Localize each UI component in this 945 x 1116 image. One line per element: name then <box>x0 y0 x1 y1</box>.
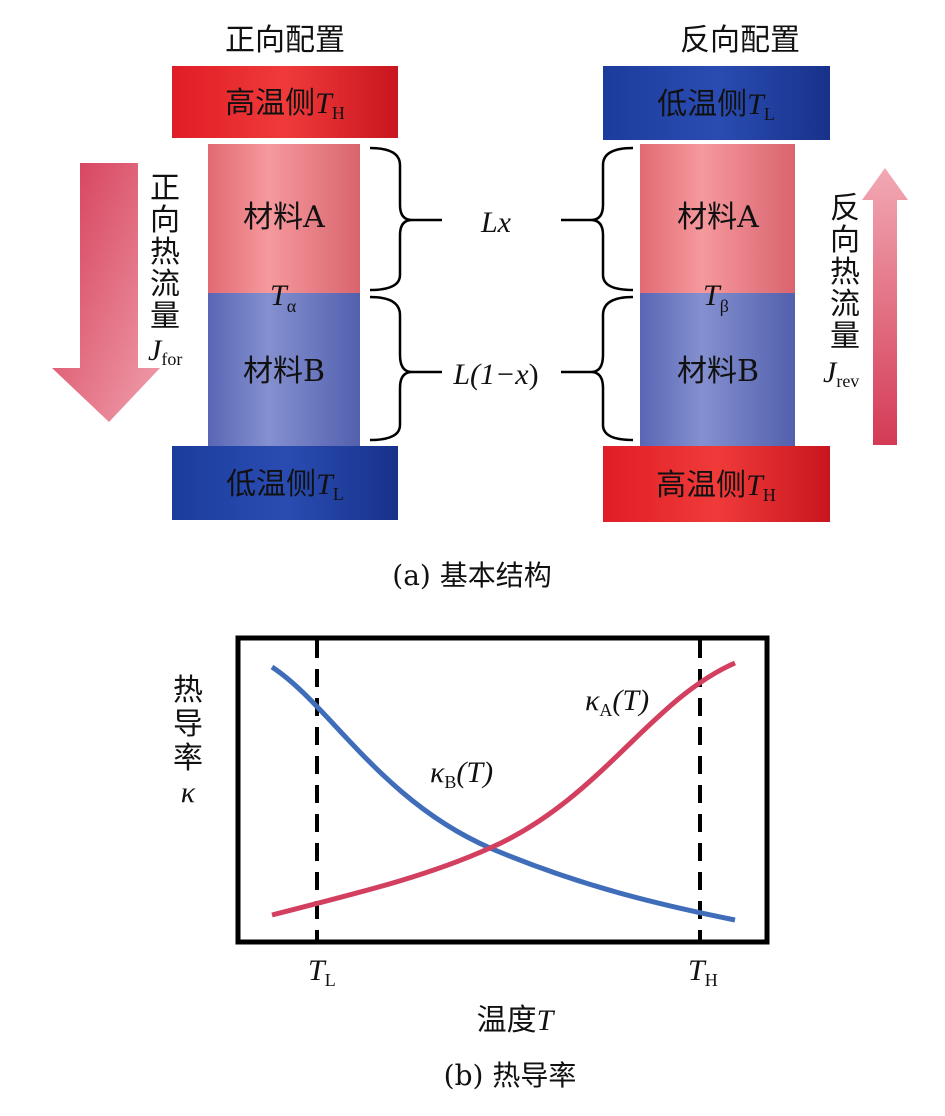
brace-material-b <box>590 295 634 442</box>
reverse-flux-label: 反 向 热 流 量 Jrev <box>823 191 860 391</box>
material-a-label: 材料A <box>243 200 325 235</box>
kappa-a-label: κA(T) <box>585 684 649 720</box>
interface-temp-beta: Tβ <box>703 279 729 316</box>
svg-text:热: 热 <box>173 673 203 708</box>
cold-side-block <box>603 66 830 140</box>
material-a-cylinder <box>640 144 795 293</box>
svg-text:流: 流 <box>150 267 180 302</box>
material-a-cylinder <box>208 144 360 293</box>
plot-frame <box>235 635 770 945</box>
svg-text:向: 向 <box>830 223 860 258</box>
tick-tl: TL <box>308 954 336 990</box>
caption-b: (b) 热导率 <box>444 1059 577 1092</box>
brace-material-b <box>369 295 413 442</box>
cold-side-label: 低温侧TL <box>226 467 344 504</box>
svg-text:向: 向 <box>150 203 180 238</box>
svg-text:流: 流 <box>830 287 860 322</box>
svg-text:率: 率 <box>173 741 203 776</box>
hot-side-block <box>603 446 830 522</box>
cold-side-label: 低温侧TL <box>657 87 775 124</box>
interface-temp-alpha: Tα <box>270 279 297 316</box>
brace-material-a <box>369 146 413 292</box>
forward-title: 正向配置 <box>225 23 345 58</box>
svg-text:正: 正 <box>150 171 180 206</box>
svg-text:热: 热 <box>150 235 180 270</box>
x-axis-label: 温度T <box>477 1003 556 1038</box>
hot-side-block <box>172 66 398 138</box>
svg-text:热: 热 <box>830 255 860 290</box>
svg-text:导: 导 <box>173 707 203 742</box>
svg-text:量: 量 <box>830 319 860 354</box>
forward-heat-flux-arrow <box>52 163 160 422</box>
length-a-label: Lx <box>480 206 512 239</box>
tick-th: TH <box>688 954 718 990</box>
forward-flux-label: 正 向 热 流 量 Jfor <box>148 171 182 369</box>
kappa-b-curve <box>270 664 736 923</box>
svg-text:反: 反 <box>830 191 860 226</box>
material-b-label: 材料B <box>243 354 325 389</box>
kappa-b-label: κB(T) <box>430 756 493 792</box>
material-b-cylinder <box>640 293 795 446</box>
forward-configuration: 正向配置 高温侧TH 材料A 材料B Tα 低温侧TL 正 向 热 流 量 Jf… <box>52 23 442 520</box>
svg-text:κ: κ <box>181 776 196 809</box>
thermal-conductivity-plot: κA(T) κB(T) 热 导 率 κ TL TH 温度T <box>173 635 770 1038</box>
reverse-configuration: 反向配置 低温侧TL 材料A 材料B Tβ 高温侧TH 反 向 热 流 量 Jr… <box>561 23 908 522</box>
svg-text:Jfor: Jfor <box>148 334 182 369</box>
y-axis-label: 热 导 率 κ <box>173 673 203 809</box>
svg-text:量: 量 <box>150 299 180 334</box>
reverse-title: 反向配置 <box>680 23 800 58</box>
svg-text:Jrev: Jrev <box>823 356 859 391</box>
material-b-cylinder <box>208 293 360 446</box>
hot-side-label: 高温侧TH <box>225 86 345 123</box>
material-b-label: 材料B <box>677 354 759 389</box>
cold-side-block <box>172 446 398 520</box>
brace-material-a <box>590 146 634 292</box>
kappa-a-curve <box>271 660 736 918</box>
material-a-label: 材料A <box>677 200 759 235</box>
caption-a: (a) 基本结构 <box>392 559 551 592</box>
reverse-heat-flux-arrow <box>862 168 908 445</box>
length-b-label: L(1−x) <box>452 358 538 391</box>
hot-side-label: 高温侧TH <box>656 468 776 505</box>
